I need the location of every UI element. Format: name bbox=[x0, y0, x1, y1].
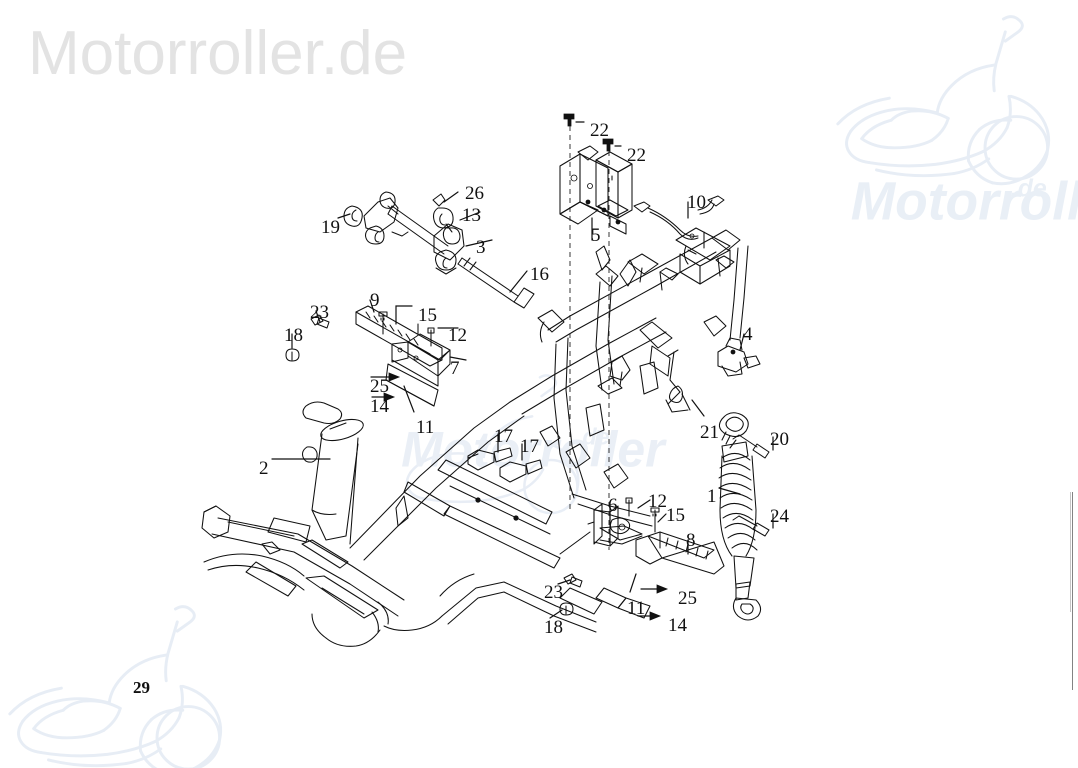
scooter-watermark-top-right: Motorroller .de bbox=[836, 15, 1078, 232]
frame-bolt-a-part bbox=[467, 447, 513, 471]
callout-14: 14 bbox=[370, 396, 389, 417]
callout-17a: 17 bbox=[494, 426, 513, 447]
frame-main-tube bbox=[349, 317, 667, 569]
center-stand-assembly bbox=[343, 191, 535, 309]
leader-lines bbox=[271, 121, 774, 619]
callout-7: 7 bbox=[450, 358, 460, 379]
footrest-left-assembly bbox=[355, 305, 451, 407]
callout-26: 26 bbox=[465, 183, 484, 204]
callout-8: 8 bbox=[686, 530, 696, 551]
frame-bolt-b-part bbox=[499, 459, 543, 483]
scooter-watermark-label-center: Motorroller bbox=[401, 421, 667, 477]
callout-21: 21 bbox=[700, 422, 719, 443]
callout-12: 12 bbox=[448, 325, 467, 346]
callout-15: 15 bbox=[418, 305, 437, 326]
callout-13: 13 bbox=[462, 205, 481, 226]
scooter-watermark-label-tr: Motorroller bbox=[851, 173, 1078, 232]
callout-20: 20 bbox=[770, 429, 789, 450]
scooter-watermark-suffix-bl: .de bbox=[183, 766, 219, 768]
callout-24: 24 bbox=[770, 506, 789, 527]
callout-6: 6 bbox=[608, 495, 618, 516]
callout-22a: 22 bbox=[590, 120, 609, 141]
callout-2: 2 bbox=[259, 458, 269, 479]
callout-18b: 18 bbox=[544, 617, 563, 638]
scooter-watermark-bottom-left: Motorroller .de bbox=[8, 605, 308, 768]
footrest-right-assembly bbox=[587, 503, 725, 575]
callout-11: 11 bbox=[416, 417, 435, 438]
callout-25: 25 bbox=[370, 376, 389, 397]
scan-edge-artifact bbox=[1072, 492, 1073, 690]
callout-11b: 11 bbox=[627, 598, 646, 619]
brake-rod-assembly bbox=[665, 351, 691, 413]
rear-subframe bbox=[537, 227, 749, 527]
fastener-parts bbox=[285, 113, 770, 621]
callout-17b: 17 bbox=[520, 436, 539, 457]
upper-mount-bracket-part bbox=[559, 145, 633, 235]
callout-23b: 23 bbox=[544, 582, 563, 603]
watermark-top-left: Motorroller.de bbox=[28, 19, 408, 88]
callout-12b: 12 bbox=[648, 491, 667, 512]
callout-15b: 15 bbox=[666, 505, 685, 526]
page-number: 29 bbox=[133, 678, 150, 697]
callout-1: 1 bbox=[707, 486, 717, 507]
callout-3: 3 bbox=[476, 237, 486, 258]
callout-23: 23 bbox=[310, 302, 329, 323]
rear-shock-absorber-part bbox=[718, 412, 762, 621]
callout-5: 5 bbox=[591, 225, 601, 246]
callout-14b: 14 bbox=[668, 615, 687, 636]
scooter-watermark-label-bl: Motorroller bbox=[23, 763, 308, 768]
callout-9: 9 bbox=[370, 290, 380, 311]
callout-16: 16 bbox=[530, 264, 549, 285]
callout-10: 10 bbox=[687, 192, 706, 213]
callout-19: 19 bbox=[321, 217, 340, 238]
wire-cable-part bbox=[633, 195, 725, 240]
frame-assembly bbox=[201, 227, 761, 647]
callout-4: 4 bbox=[743, 324, 753, 345]
callout-25b: 25 bbox=[678, 588, 697, 609]
callout-18: 18 bbox=[284, 325, 303, 346]
frame-steering-head bbox=[301, 401, 409, 545]
scooter-watermark-suffix-tr: .de bbox=[1011, 176, 1047, 203]
callout-22b: 22 bbox=[627, 145, 646, 166]
scan-edge-artifact-faint bbox=[1070, 492, 1071, 612]
